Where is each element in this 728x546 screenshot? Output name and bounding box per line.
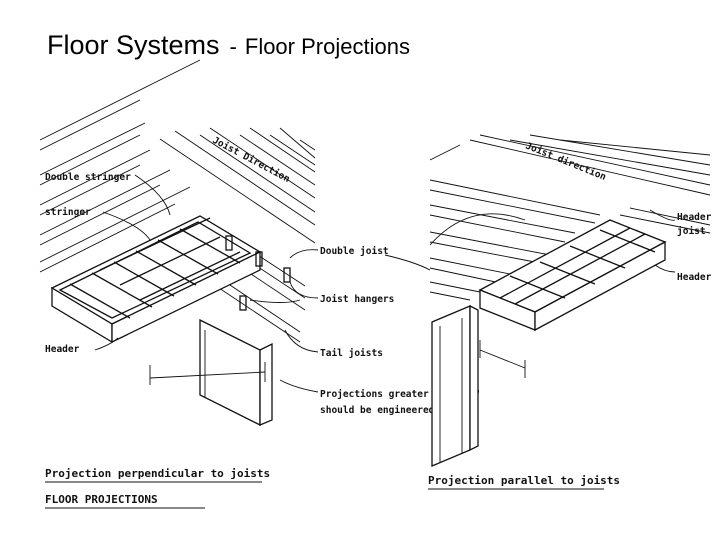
label-header-left: Header <box>45 344 80 355</box>
left-framing-drawing <box>39 59 319 427</box>
label-double-stringer: Double stringer <box>45 172 131 183</box>
title-main: Floor Systems <box>47 30 220 60</box>
caption-floor-projections: FLOOR PROJECTIONS <box>45 493 158 506</box>
label-projections-line1: Projections greater than 24" <box>320 389 480 400</box>
title-separator: - <box>229 34 237 59</box>
title-subtitle: Floor Projections <box>244 34 410 59</box>
right-framing-drawing <box>384 134 711 467</box>
label-joist-direction-right: Joist direction <box>524 141 608 183</box>
caption-perpendicular: Projection perpendicular to joists <box>45 467 270 480</box>
label-header-right: Header <box>677 272 712 283</box>
label-header-joist-line2: joist <box>677 226 706 237</box>
label-joist-hangers: Joist hangers <box>320 294 394 305</box>
label-tail-joists: Tail joists <box>320 348 383 359</box>
slide-title: Floor Systems-Floor Projections <box>47 30 410 61</box>
label-stringer: stringer <box>45 207 91 218</box>
caption-parallel: Projection parallel to joists <box>428 474 620 487</box>
label-header-joist-line1: Header <box>677 212 712 223</box>
label-double-joist: Double joist <box>320 246 389 257</box>
label-projections-line2: should be engineered <box>320 405 435 416</box>
